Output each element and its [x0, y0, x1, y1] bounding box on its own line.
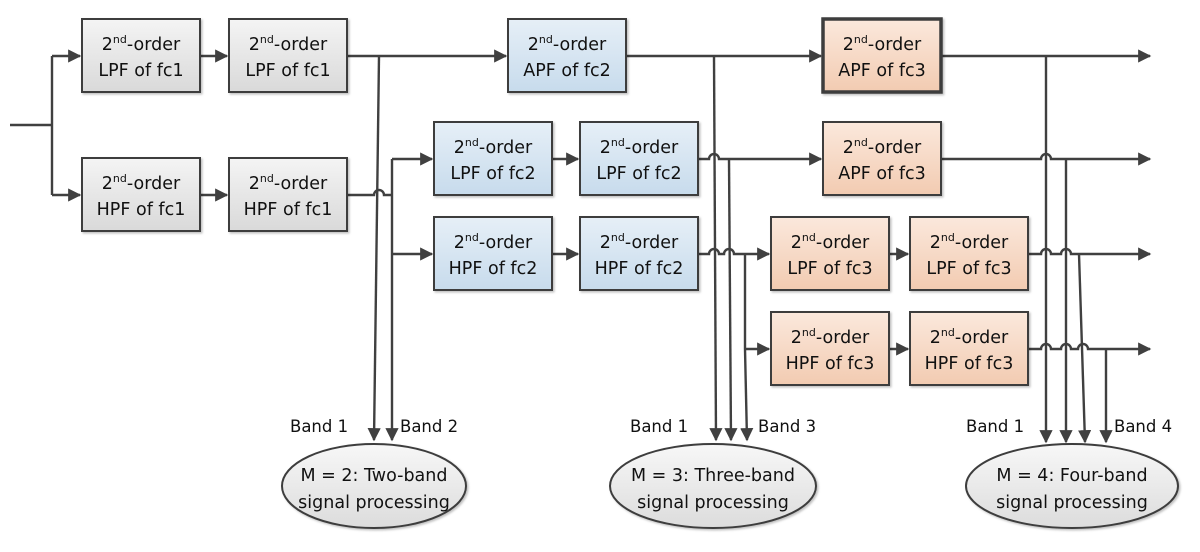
filter-block-rect [822, 121, 942, 196]
processing-subtitle: signal processing [298, 493, 450, 513]
processing-title: M = 3: Three-band [631, 466, 795, 486]
band-last-label: Band 2 [400, 417, 458, 436]
signal-wires [10, 49, 1152, 444]
filter-type-label: APF of fc3 [838, 164, 926, 184]
processing-title: M = 4: Four-band [996, 466, 1147, 486]
filter-type-label: APF of fc2 [523, 61, 611, 81]
filter-block-rect [770, 216, 890, 291]
filter-order-label: 2nd-order [454, 136, 533, 158]
output-group-m2: M = 2: Two-band signal processing Band 1 Ba… [281, 417, 467, 529]
filter-block-rect [81, 157, 201, 232]
filter-block-rect [81, 18, 201, 93]
processing-subtitle: signal processing [637, 493, 789, 513]
output-group-m4: M = 4: Four-band signal processing Band 1 B… [965, 417, 1179, 529]
processing-title: M = 2: Two-band [301, 466, 448, 486]
filter-order-label: 2nd-order [600, 231, 679, 253]
filter-block-rect [770, 311, 890, 386]
filter-type-label: LPF of fc1 [245, 61, 330, 81]
processing-ellipse [609, 443, 817, 529]
band-tap-m3-3 [740, 348, 754, 442]
wire-to-apf3b [698, 152, 823, 166]
output-groups: M = 2: Two-band signal processing Band 1 Ba… [281, 417, 1179, 529]
band-last-label: Band 3 [758, 417, 816, 436]
filter-order-label: 2nd-order [930, 326, 1009, 348]
band-first-label: Band 1 [630, 417, 688, 436]
filter-type-label: HPF of fc1 [97, 200, 186, 220]
filter-order-label: 2nd-order [102, 172, 181, 194]
wire-hpf2b-out [698, 247, 745, 256]
filter-order-label: 2nd-order [930, 231, 1009, 253]
band-first-label: Band 1 [966, 417, 1024, 436]
filter-order-label: 2nd-order [843, 136, 922, 158]
filter-order-label: 2nd-order [249, 33, 328, 55]
band-first-label: Band 1 [290, 417, 348, 436]
processing-ellipse [965, 443, 1179, 529]
band-tap-m3-2 [724, 158, 738, 442]
filter-block-rect [579, 121, 699, 196]
filter-order-label: 2nd-order [600, 136, 679, 158]
filter-order-label: 2nd-order [528, 33, 607, 55]
filter-type-label: LPF of fc3 [926, 259, 1011, 279]
filter-block-rect [433, 216, 553, 291]
band-tap-m4-3 [1077, 253, 1092, 444]
filter-order-label: 2nd-order [249, 172, 328, 194]
filter-block-rect [433, 121, 553, 196]
processing-ellipse [281, 443, 467, 529]
wire-hpf1b-out [346, 188, 392, 197]
filter-type-label: HPF of fc3 [925, 354, 1014, 374]
filter-order-label: 2nd-order [791, 231, 870, 253]
output-wire-3 [1028, 247, 1152, 261]
filter-type-label: LPF of fc1 [98, 61, 183, 81]
filter-type-label: LPF of fc2 [596, 164, 681, 184]
filter-type-label: HPF of fc2 [449, 259, 538, 279]
filter-type-label: HPF of fc1 [244, 200, 333, 220]
filter-type-label: LPF of fc2 [450, 164, 535, 184]
band-last-label: Band 4 [1114, 417, 1172, 436]
output-group-m3: M = 3: Three-band signal processing Band 1… [609, 417, 817, 529]
filter-type-label: HPF of fc2 [595, 259, 684, 279]
filter-block-rect [909, 311, 1029, 386]
filter-order-label: 2nd-order [454, 231, 533, 253]
filter-type-label: APF of fc3 [838, 61, 926, 81]
filter-block-rect [821, 17, 943, 94]
band-tap-m3-1 [709, 55, 723, 442]
filter-order-label: 2nd-order [102, 33, 181, 55]
filter-block-rect [909, 216, 1029, 291]
processing-subtitle: signal processing [996, 493, 1148, 513]
filter-block-rect [228, 157, 348, 232]
filter-block-rect [579, 216, 699, 291]
filter-type-label: LPF of fc3 [787, 259, 872, 279]
filter-order-label: 2nd-order [791, 326, 870, 348]
filter-type-label: HPF of fc3 [786, 354, 875, 374]
band-tap-m2-1 [367, 55, 381, 442]
filter-block-rect [507, 18, 627, 93]
filter-order-label: 2nd-order [843, 33, 922, 55]
filter-block-rect [228, 18, 348, 93]
